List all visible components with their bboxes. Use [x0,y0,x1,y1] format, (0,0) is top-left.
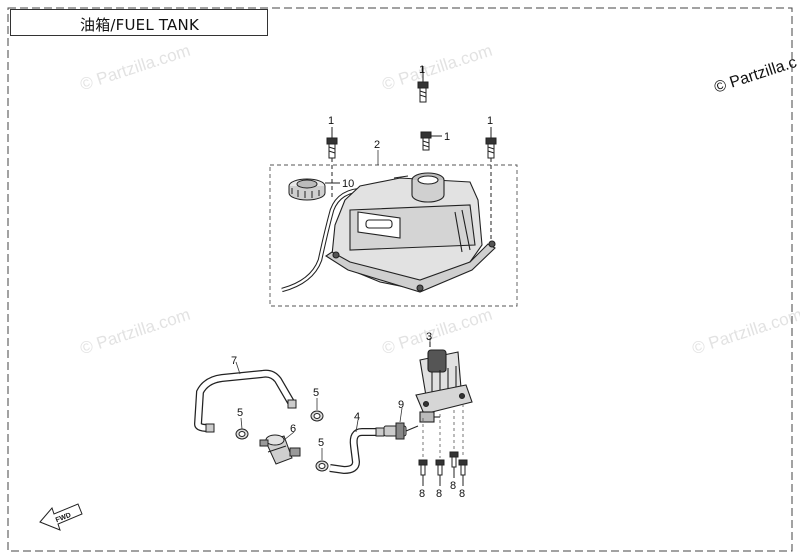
fuel-hose-long[interactable] [193,369,297,433]
callout-8: 8 [419,488,425,500]
leader-lines [235,150,431,460]
callout-5-lower: 5 [318,437,324,449]
callout-8: 8 [459,488,465,500]
fuel-hose-short[interactable] [329,427,385,475]
callout-5-upper: 5 [313,387,319,399]
callout-4: 4 [354,411,360,423]
callout-10: 10 [342,178,354,190]
callout-8: 8 [450,480,456,492]
fuel-tank[interactable] [281,172,496,293]
pump-bolt[interactable] [418,459,428,486]
fwd-arrow: FWD [39,503,83,531]
pump-bolt[interactable] [449,451,459,478]
hose-clamp[interactable] [235,428,249,440]
tank-assembly-box [269,164,518,307]
bolt-left[interactable] [326,127,338,200]
pump-bolt[interactable] [458,459,468,486]
bolt-center[interactable] [420,131,442,151]
hose-clamp[interactable] [310,410,324,422]
hose-clamp[interactable] [315,460,329,472]
bolt-right[interactable] [485,127,497,240]
fuel-filter[interactable] [259,434,301,465]
callout-9: 9 [398,399,404,411]
callout-1-center: 1 [444,131,450,143]
fuel-connector[interactable] [383,422,419,440]
pump-bolt[interactable] [435,459,445,486]
fuel-pump[interactable] [415,342,473,423]
callout-6: 6 [290,423,296,435]
diagram-title: 油箱/FUEL TANK [80,16,199,34]
fuel-cap[interactable] [288,178,340,201]
callouts: 1 1 1 1 2 10 3 7 5 5 6 5 4 9 8 8 8 8 [231,64,493,500]
callout-1-left: 1 [328,115,334,127]
callout-8: 8 [436,488,442,500]
outer-border [7,7,793,552]
callout-7: 7 [231,355,237,367]
title-box: 油箱/FUEL TANK [10,9,268,36]
bolt-top[interactable] [417,66,429,103]
callout-3: 3 [426,331,432,343]
callout-1-top: 1 [419,64,425,76]
callout-5-left: 5 [237,407,243,419]
pump-bolt-dashes [422,404,464,458]
callout-1-right: 1 [487,115,493,127]
callout-2: 2 [374,139,380,151]
